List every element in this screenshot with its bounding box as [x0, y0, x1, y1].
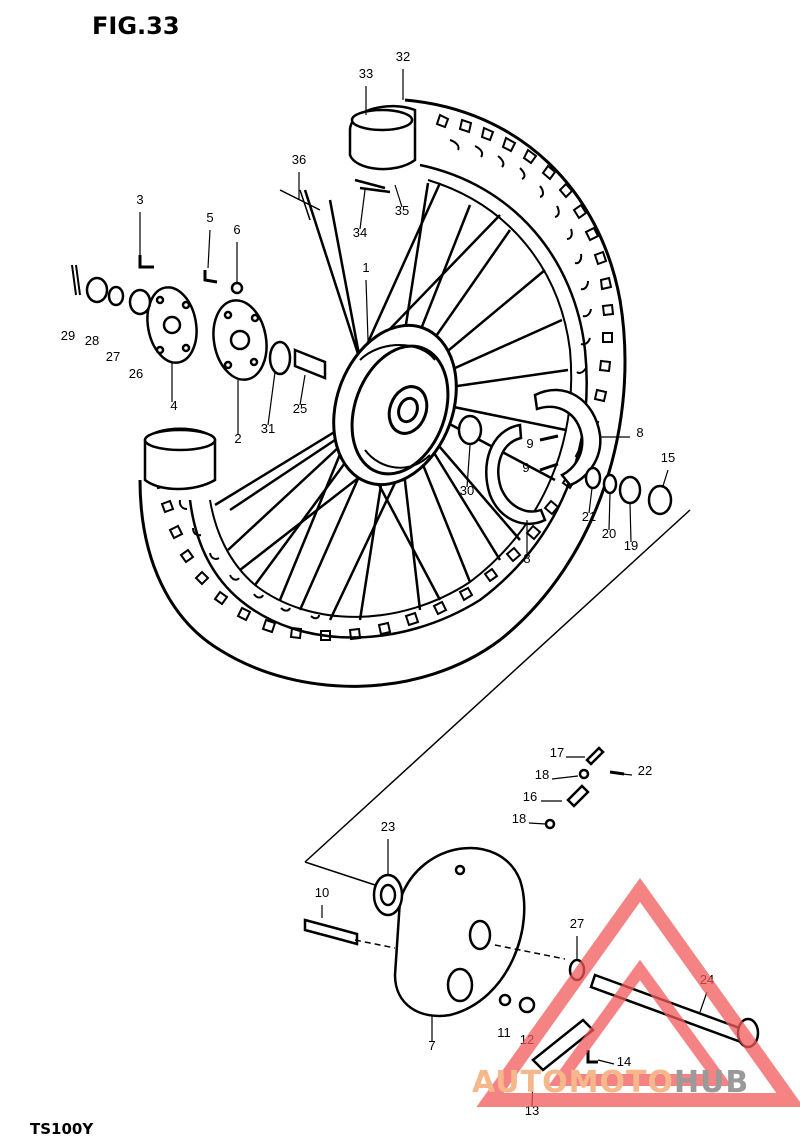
tire-section [143, 427, 217, 491]
part-number-p30: 30 [460, 483, 474, 498]
part-number-p9b: 9 [522, 460, 529, 475]
part-number-p14: 14 [617, 1054, 631, 1069]
part-number-p22: 22 [638, 763, 652, 778]
bolt-3 [138, 255, 154, 269]
part-number-p23: 23 [381, 819, 395, 834]
part-number-p18a: 18 [535, 767, 549, 782]
alignment-lines [279, 189, 691, 960]
cotter-pin-29 [71, 264, 81, 296]
brake-shoe-lower [485, 423, 547, 526]
brake-parts [485, 388, 673, 526]
part-number-p21: 21 [582, 509, 596, 524]
part-number-p19: 19 [624, 538, 638, 553]
washer-11 [498, 993, 512, 1007]
figure-title: FIG.33 [92, 12, 180, 40]
spacer-25 [293, 348, 327, 380]
seal-21 [584, 466, 602, 490]
hub [332, 323, 458, 487]
spacer-30 [457, 414, 483, 446]
brake-shoe-upper [533, 388, 602, 487]
axle-bolt-10 [303, 918, 359, 946]
watermark-text: AUTOMOTOHUB [472, 1065, 749, 1100]
part-number-p3: 3 [136, 192, 143, 207]
part-number-p34: 34 [353, 225, 367, 240]
part-number-p31: 31 [261, 421, 275, 436]
valve-cap [348, 104, 417, 194]
spacer-26 [128, 288, 152, 316]
wheel [138, 98, 627, 688]
part-number-p6: 6 [233, 222, 240, 237]
part-number-p11: 11 [497, 1025, 511, 1040]
part-number-p4: 4 [170, 398, 177, 413]
part-number-p25: 25 [293, 401, 307, 416]
part-number-p29: 29 [61, 328, 75, 343]
part-number-p16: 16 [523, 789, 537, 804]
part-number-p32: 32 [396, 49, 410, 64]
part-number-p8a: 8 [636, 425, 643, 440]
bearing-31 [268, 340, 292, 376]
part-number-p15: 15 [661, 450, 675, 465]
nut-28 [85, 276, 109, 304]
bush-19 [618, 475, 642, 505]
nut-15 [647, 484, 673, 516]
watermark-text-gray: HUB [673, 1065, 750, 1100]
part-number-p35: 35 [395, 203, 409, 218]
hub-hardware-left [71, 255, 483, 446]
washer-27 [107, 285, 125, 307]
bolt-5 [203, 270, 218, 284]
part-number-p28: 28 [85, 333, 99, 348]
nut-6 [230, 281, 244, 295]
bolt-14 [586, 1050, 598, 1064]
part-number-p27b: 27 [570, 916, 584, 931]
brake-panel [393, 846, 526, 1018]
part-number-p27a: 27 [106, 349, 120, 364]
tire-inner-edge [188, 163, 588, 639]
watermark-logo [476, 877, 800, 1107]
speedo-fitting [566, 746, 605, 808]
part-number-p9a: 9 [526, 436, 533, 451]
part-number-p36: 36 [292, 152, 306, 167]
watermark-text-main: AUTOMOTO [472, 1065, 674, 1100]
part-number-p5: 5 [206, 210, 213, 225]
part-number-p8b: 8 [523, 551, 530, 566]
washer-12 [518, 996, 536, 1014]
leader-lines [139, 69, 708, 1108]
part-number-p17: 17 [550, 745, 564, 760]
part-number-p10: 10 [315, 885, 329, 900]
part-number-p7: 7 [428, 1038, 435, 1053]
part-number-p1: 1 [362, 260, 369, 275]
model-code: TS100Y [30, 1120, 94, 1138]
part-number-p26: 26 [129, 366, 143, 381]
part-number-p2: 2 [234, 431, 241, 446]
washer-20 [602, 473, 618, 495]
tire-outline [138, 98, 627, 688]
part-number-p20: 20 [602, 526, 616, 541]
part-number-p33: 33 [359, 66, 373, 81]
part-number-p18b: 18 [512, 811, 526, 826]
